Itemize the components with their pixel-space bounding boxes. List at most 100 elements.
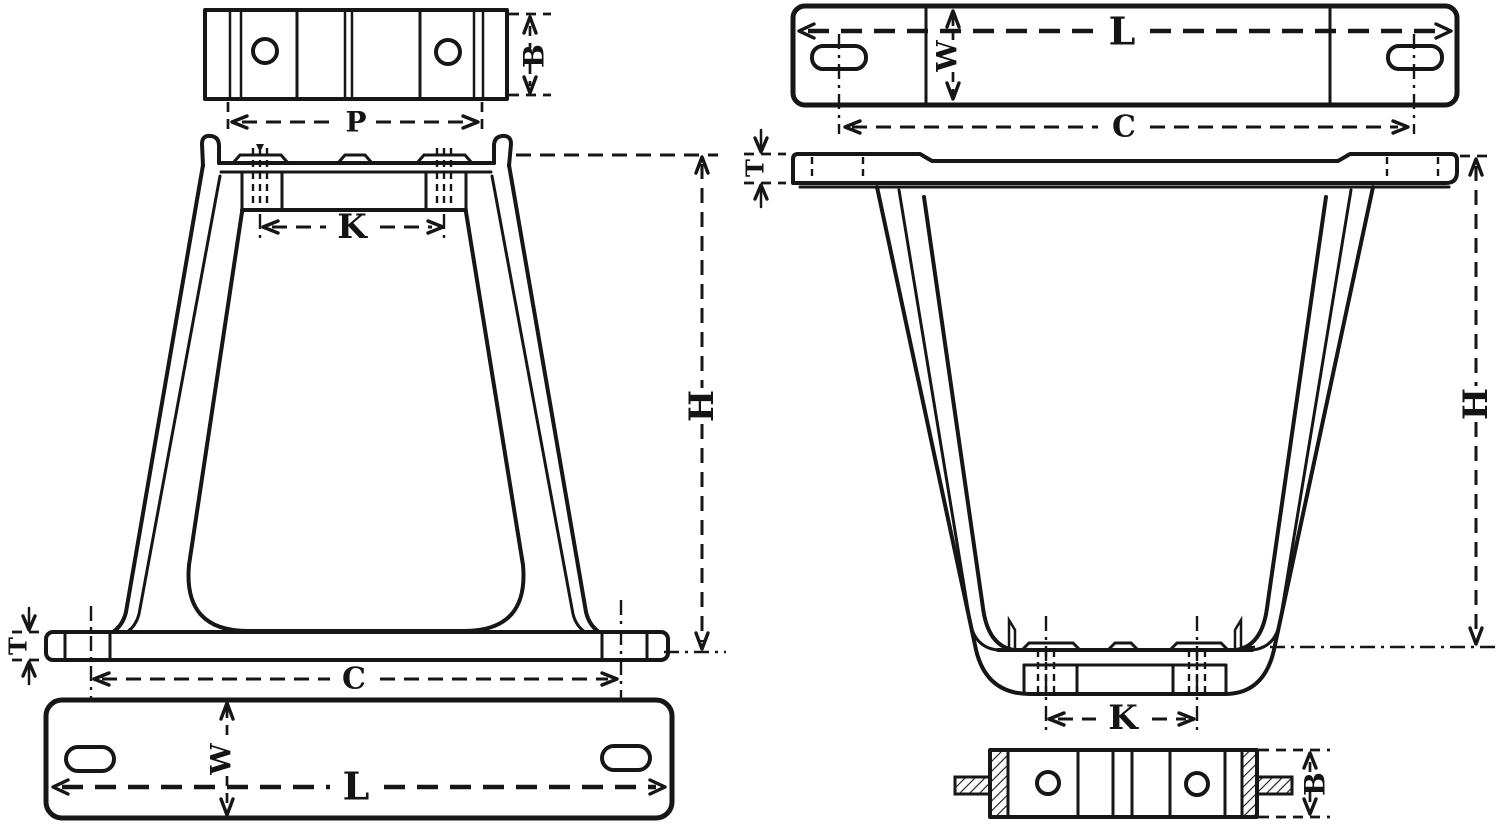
arrowhead-right bbox=[461, 114, 480, 130]
seat-pad-middle bbox=[1106, 641, 1140, 652]
seat-pad-middle bbox=[336, 153, 374, 165]
dimension-L-right: L bbox=[797, 9, 1453, 54]
arrowhead-up bbox=[21, 660, 37, 678]
bearing-cap-section: B bbox=[953, 748, 1332, 819]
arrowhead-right bbox=[1177, 711, 1196, 727]
bolt-hidden-lines-left bbox=[251, 148, 269, 208]
arrowhead-down bbox=[219, 797, 235, 817]
arrowhead-left bbox=[261, 219, 280, 235]
dim-label-H: H bbox=[1456, 388, 1496, 420]
arrowhead-left bbox=[843, 119, 862, 135]
bolt-boss-right bbox=[1171, 663, 1228, 695]
arrowhead-down bbox=[522, 75, 538, 95]
cap-bolt-hole-right bbox=[1184, 771, 1210, 797]
flange-outline bbox=[44, 630, 670, 662]
dimension-C-right: C bbox=[843, 110, 1410, 145]
arrowhead-right bbox=[600, 671, 619, 687]
arrowhead-down bbox=[945, 81, 961, 101]
dim-label-K: K bbox=[1108, 698, 1139, 738]
cap-bolt-hole-left bbox=[1035, 770, 1061, 796]
arrowhead-left bbox=[797, 22, 816, 40]
arrowhead-up bbox=[1302, 751, 1318, 770]
plate-pad-lines bbox=[924, 4, 1332, 107]
dimension-H-right: H bbox=[1240, 154, 1497, 649]
hidden-slot-right bbox=[1385, 157, 1440, 180]
bolt-boss-left bbox=[1022, 663, 1079, 695]
arrowhead-up bbox=[219, 701, 235, 721]
cap-rib-lines bbox=[1006, 748, 1244, 819]
dim-label-T: T bbox=[4, 637, 33, 655]
plate-slot-right bbox=[600, 744, 652, 772]
arrowhead-up bbox=[522, 15, 538, 35]
cap-trunnion-right bbox=[1255, 775, 1294, 796]
arrowhead-down bbox=[1302, 797, 1318, 816]
top-curl-right bbox=[492, 133, 513, 168]
arrowhead-left bbox=[51, 778, 70, 796]
cap-section-hatch-left bbox=[990, 750, 1008, 817]
top-curl-left bbox=[200, 133, 221, 168]
arrowhead-up bbox=[945, 9, 961, 29]
dimension-K-right: K bbox=[1047, 698, 1196, 738]
arrowhead-left bbox=[230, 114, 249, 130]
bolt-boss-left bbox=[240, 170, 284, 212]
dimension-H-left: H bbox=[516, 153, 726, 654]
dim-label-W: W bbox=[205, 743, 238, 776]
dim-label-L: L bbox=[343, 764, 370, 809]
dimension-P: P bbox=[226, 102, 484, 139]
dimension-K-left: K bbox=[258, 207, 446, 247]
dimension-B-right: B bbox=[1259, 748, 1332, 819]
base-flange-front bbox=[44, 630, 670, 662]
dimension-W-right: W bbox=[931, 9, 964, 101]
ext-line bbox=[12, 630, 42, 662]
ext-line bbox=[1259, 748, 1330, 819]
seat-pad-left bbox=[1020, 641, 1082, 652]
ext-line bbox=[744, 152, 786, 185]
dimension-L-left: L bbox=[51, 764, 667, 809]
bolt-center-marker bbox=[256, 144, 264, 152]
outer-profile bbox=[875, 185, 1375, 696]
dim-label-T: T bbox=[741, 159, 770, 177]
arrowhead-left bbox=[92, 671, 111, 687]
corner-tab-left bbox=[1007, 615, 1017, 652]
cap-trunnion-left bbox=[953, 775, 992, 796]
cap-rib-lines bbox=[228, 8, 485, 101]
base-plate-plan-view: W L bbox=[43, 697, 675, 821]
dimension-C-left: C bbox=[89, 600, 623, 812]
hidden-slot-left bbox=[810, 157, 865, 180]
dim-label-L: L bbox=[1109, 9, 1136, 54]
arrowhead-right bbox=[1434, 22, 1453, 40]
bolt-boss-right bbox=[424, 170, 468, 212]
arrowhead-left bbox=[1047, 711, 1066, 727]
ext-line bbox=[226, 102, 484, 132]
dim-label-B: B bbox=[1299, 772, 1332, 796]
dim-label-P: P bbox=[345, 106, 366, 139]
arrowhead-up bbox=[694, 155, 710, 175]
rib-edge-right bbox=[490, 174, 587, 634]
dim-label-H: H bbox=[682, 390, 722, 422]
arrowhead-down bbox=[753, 136, 769, 154]
arrowhead-down bbox=[21, 614, 37, 632]
dimension-T-left: T bbox=[4, 606, 42, 686]
dim-label-C: C bbox=[342, 662, 366, 697]
rib-edge-right bbox=[1250, 188, 1353, 652]
top-flange-side bbox=[791, 152, 1459, 189]
cap-section-hatch-right bbox=[1242, 750, 1257, 817]
flange-outline bbox=[791, 152, 1459, 185]
dim-label-C: C bbox=[1112, 110, 1136, 145]
dimension-T-right: T bbox=[741, 128, 786, 209]
cap-bolt-hole-left bbox=[251, 37, 279, 65]
cap-outline bbox=[988, 748, 1259, 819]
dim-label-K: K bbox=[337, 207, 368, 247]
plate-slot-left bbox=[64, 745, 116, 773]
arrowhead-right bbox=[426, 219, 445, 235]
cap-bolt-hole-right bbox=[434, 38, 462, 66]
bolt-hidden-lines-right bbox=[435, 148, 453, 208]
corner-tab-right bbox=[1233, 615, 1243, 652]
seat-pad-right bbox=[1168, 641, 1230, 652]
arrowhead-right bbox=[648, 778, 667, 796]
dimension-B-left: B bbox=[509, 12, 551, 97]
rib-edge-left bbox=[897, 188, 1000, 652]
right-view-side-elevation: L W C bbox=[258, 3, 1497, 819]
